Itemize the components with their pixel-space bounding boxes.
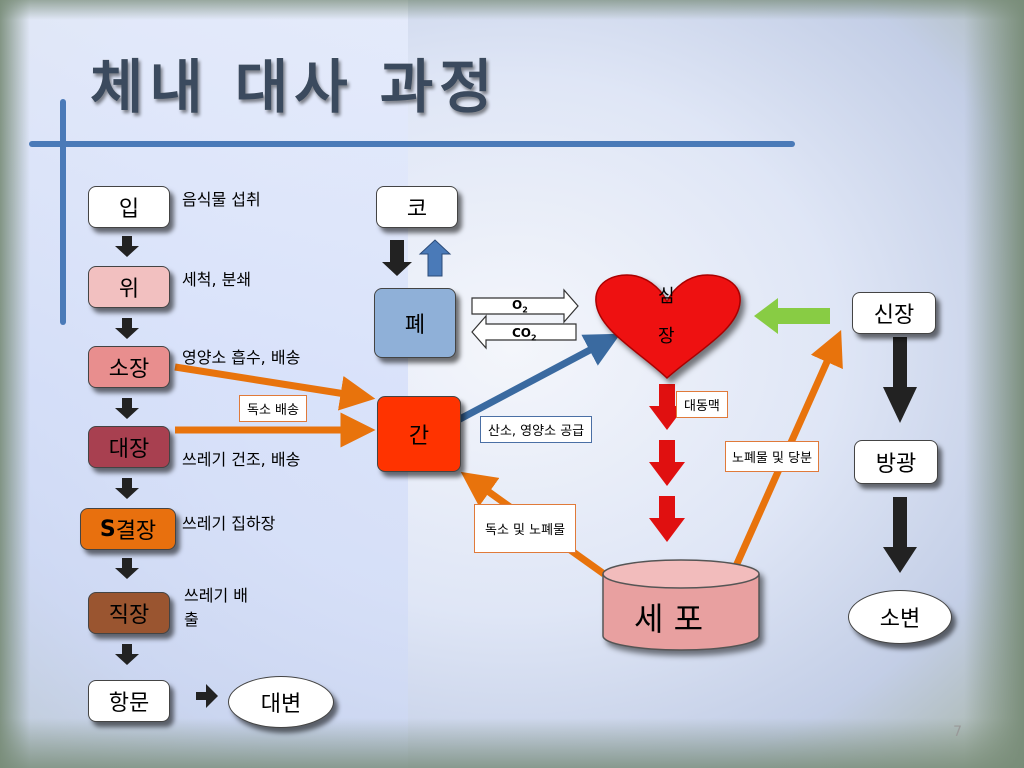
anus-label: 항문 [108,691,150,716]
bladder-to-urine-arrow [883,497,917,573]
lung-box[interactable]: 폐 [374,288,456,358]
o2-label: O2 [512,298,528,315]
page-number: 7 [953,724,962,740]
toxin-transport-tag: 독소 배송 [239,395,307,422]
feces-label: 대변 [260,692,302,717]
anus-to-feces-arrow [196,684,218,708]
stomach-box[interactable]: 위 [88,266,170,308]
kidney-to-bladder-arrow [883,337,917,423]
colon-label: 결장 [115,519,157,544]
feces-oval[interactable]: 대변 [228,676,334,728]
kidney-to-heart-arrow [754,298,830,334]
rectum-description-line2: 출 [184,610,199,629]
toxins-waste-tag: 독소 및 노폐물 [474,504,577,553]
liver-label: 간 [408,424,430,449]
liver-to-heart-arrow [456,333,621,424]
urine-oval[interactable]: 소변 [848,590,952,644]
stomach-description: 세척, 분쇄 [182,270,252,289]
digestive-down-arrows [115,236,139,665]
nose-label: 코 [406,197,428,222]
nose-box[interactable]: 코 [376,186,458,228]
anus-box[interactable]: 항문 [88,680,170,722]
rectum-label: 직장 [108,603,150,628]
nose-to-lung-arrow [382,240,412,276]
colon-s-prefix: S [99,516,116,542]
co2-arrow [471,314,577,350]
bladder-box[interactable]: 방광 [854,440,938,484]
bottom-edge-shade [0,718,1024,768]
cell-label: 세 포 [634,600,704,638]
top-edge-shade [0,0,1024,20]
small-intestine-to-liver-arrow [174,363,376,411]
urine-label: 소변 [879,607,921,632]
mouth-description: 음식물 섭취 [182,190,261,209]
artery-tag: 대동맥 [676,391,728,418]
kidney-label: 신장 [873,303,915,328]
waste-sugar-tag: 노폐물 및 당분 [725,441,820,472]
cell-cylinder [602,559,760,651]
lung-label: 폐 [404,313,426,338]
heart-to-cell-arrows [649,384,685,542]
small-intestine-description: 영양소 흡수, 배송 [182,348,301,367]
o2-arrow [471,288,579,324]
colon-description: 쓰레기 집하장 [182,514,276,533]
co2-label: CO2 [512,326,537,343]
heart-label-line1: 심 [658,286,675,307]
heart-shape [595,274,741,380]
large-intestine-label: 대장 [108,437,150,462]
rectum-description-line1: 쓰레기 배 [184,586,248,605]
heart-label-line2: 장 [658,326,675,347]
small-intestine-label: 소장 [108,357,150,382]
large-intestine-description: 쓰레기 건조, 배송 [182,450,301,469]
bladder-label: 방광 [875,452,917,477]
kidney-box[interactable]: 신장 [852,292,936,334]
page-title: 체내 대사 과정 [90,53,499,121]
large-intestine-box[interactable]: 대장 [88,426,170,468]
mouth-box[interactable]: 입 [88,186,170,228]
rectum-box[interactable]: 직장 [88,592,170,634]
left-edge-shade [0,0,30,768]
stomach-label: 위 [118,277,140,302]
liver-box[interactable]: 간 [377,396,461,472]
lung-to-nose-arrow [418,239,452,277]
right-edge-shade [964,0,1024,768]
mouth-label: 입 [118,197,140,222]
small-intestine-box[interactable]: 소장 [88,346,170,388]
oxygen-nutrient-tag: 산소, 영양소 공급 [480,416,593,443]
